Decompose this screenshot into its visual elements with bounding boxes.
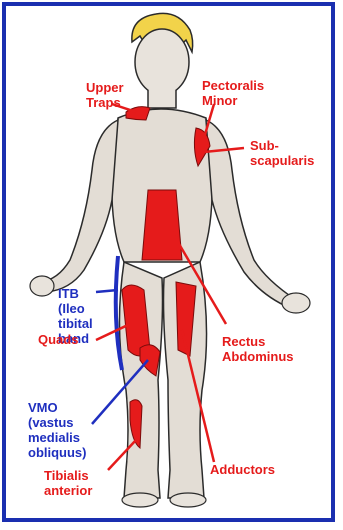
label-rectus-abdominus: Rectus Abdominus <box>222 334 294 364</box>
label-vmo: VMO (vastus medialis obliquus) <box>28 400 87 460</box>
label-tibialis-anterior: Tibialis anterior <box>44 468 92 498</box>
foot-right <box>170 493 206 507</box>
hand-left <box>30 276 54 296</box>
label-subscapularis: Sub- scapularis <box>250 138 314 168</box>
label-pectoralis-minor: Pectoralis Minor <box>202 78 264 108</box>
label-upper-traps: Upper Traps <box>86 80 124 110</box>
neck <box>148 90 176 108</box>
arm-left <box>40 120 118 292</box>
foot-left <box>122 493 158 507</box>
label-quads: Quads <box>38 332 78 347</box>
head <box>135 29 189 95</box>
hand-right <box>282 293 310 313</box>
rectus-abdominus-muscle <box>142 190 182 260</box>
label-adductors: Adductors <box>210 462 275 477</box>
